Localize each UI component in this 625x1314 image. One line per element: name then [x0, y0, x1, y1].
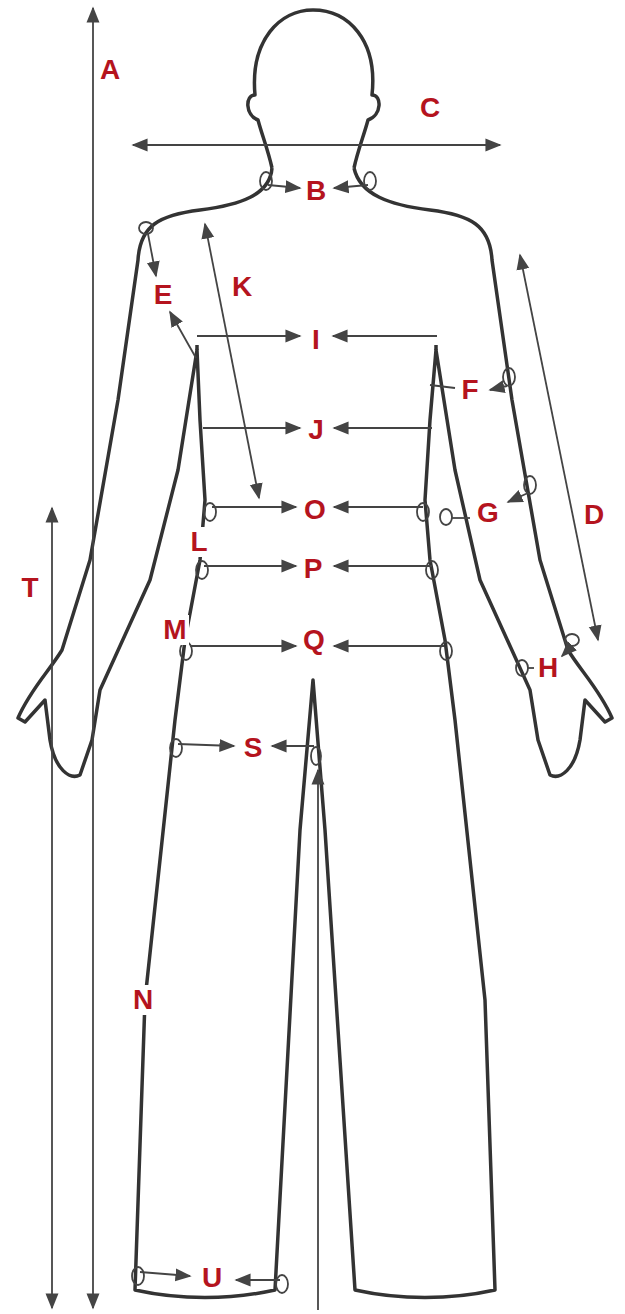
- measure-letter: O: [302, 495, 328, 525]
- measure-letter: S: [242, 733, 265, 763]
- measure-letter: J: [306, 415, 326, 445]
- measure-letter: L: [188, 527, 209, 557]
- measure-letter: C: [418, 93, 442, 123]
- measure-letter: A: [98, 55, 122, 85]
- measure-letter: Q: [301, 625, 327, 655]
- measure-letter: T: [19, 573, 40, 603]
- measure-letter: N: [131, 985, 155, 1015]
- measure-letter: M: [161, 615, 188, 645]
- measure-letter: B: [304, 176, 328, 206]
- measure-letter: D: [582, 500, 606, 530]
- measure-letter: P: [302, 554, 325, 584]
- measure-letter: U: [200, 1263, 224, 1293]
- measure-letter: I: [310, 325, 322, 355]
- measure-letter: K: [230, 272, 254, 302]
- measure-letter: G: [475, 498, 501, 528]
- measure-letter: H: [536, 653, 560, 683]
- measure-letter: F: [459, 375, 480, 405]
- measure-letter: E: [152, 280, 175, 310]
- body-outline: [18, 10, 612, 1298]
- measure-arrows: [52, 8, 598, 1310]
